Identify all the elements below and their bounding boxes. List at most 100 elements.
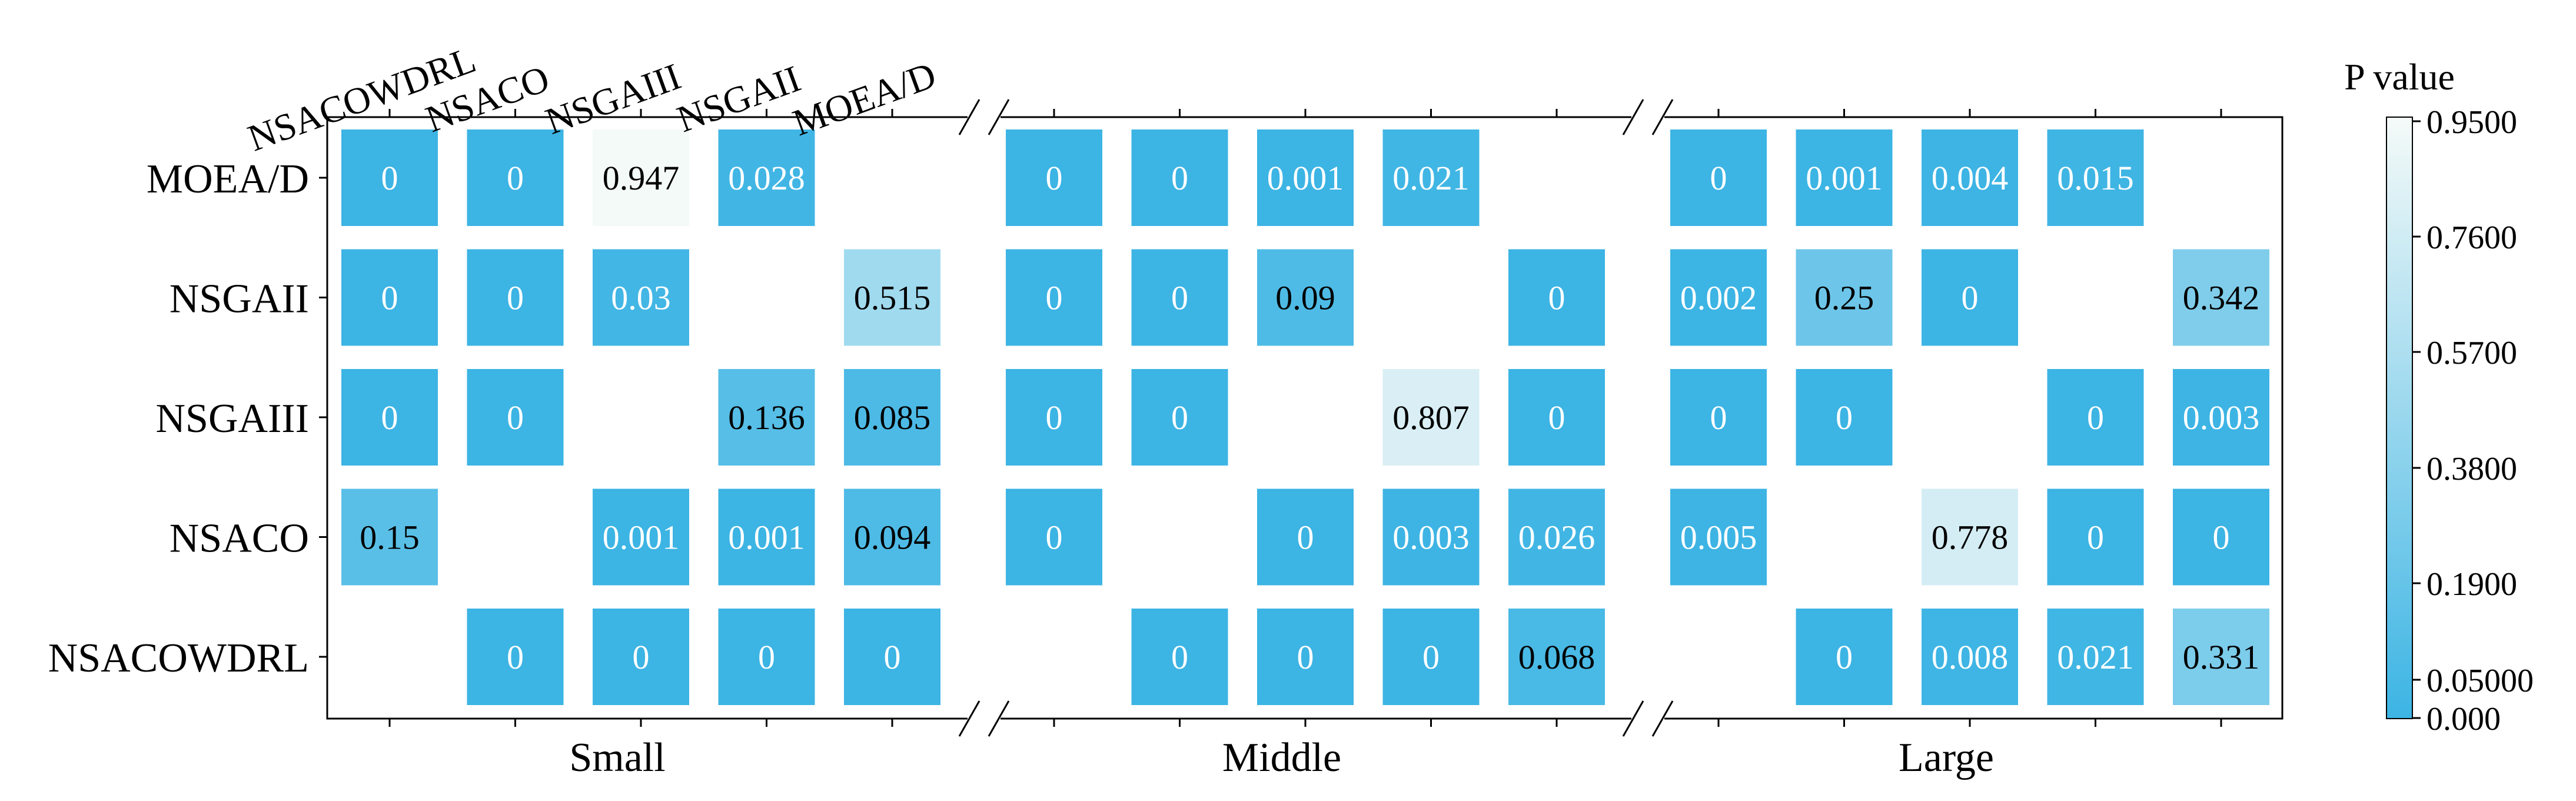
cell-value-label: 0.331 (2183, 638, 2260, 676)
colorbar-tick-label: 0.3800 (2427, 451, 2517, 487)
axis-break-gap (1631, 716, 1664, 722)
heatmap-cell (1006, 249, 1102, 346)
axis-break-slash (1622, 700, 1644, 737)
group-label: Small (569, 735, 665, 780)
cell-value-label: 0 (633, 638, 650, 676)
heatmap-cell (1131, 129, 1228, 226)
cell-value-label: 0.002 (1680, 279, 1757, 317)
cell-value-label: 0.15 (360, 519, 420, 557)
cell-value-label: 0.021 (2057, 638, 2134, 676)
heatmap-cell (2173, 488, 2269, 586)
colorbar-title: P value (2344, 56, 2455, 98)
cell-value-label: 0 (884, 638, 901, 676)
group-label: Large (1899, 735, 1994, 780)
row-label: NSACO (169, 516, 309, 561)
heatmap-cell (341, 249, 438, 346)
cell-value-label: 0.028 (728, 159, 805, 197)
axis-break-slash (988, 99, 1010, 135)
cell-value-label: 0 (1046, 159, 1063, 197)
cell-value-label: 0 (1836, 398, 1853, 437)
cell-value-label: 0.008 (1932, 638, 2009, 676)
column-label: NSGAIII (540, 55, 686, 142)
heatmap-cell (1670, 488, 1767, 586)
heatmap-cell (2047, 609, 2144, 705)
heatmap-cell (467, 249, 564, 346)
cell-value-label: 0 (1710, 159, 1727, 197)
heatmap-cell (844, 249, 940, 346)
heatmap-cell (593, 488, 689, 586)
cell-value-label: 0.778 (1932, 519, 2009, 557)
colorbar-tick-label: 0.9500 (2427, 104, 2517, 141)
heatmap-cell (1257, 609, 1354, 705)
colorbar-tick-label: 0.5700 (2427, 335, 2517, 371)
cell-value-label: 0.342 (2183, 279, 2260, 317)
axis-break-slash (1651, 700, 1674, 737)
colorbar-gradient (2386, 117, 2413, 719)
cell-value-label: 0 (1171, 279, 1188, 317)
cell-value-label: 0 (1297, 638, 1314, 676)
row-label: NSACOWDRL (48, 636, 309, 681)
cell-value-label: 0.947 (603, 159, 680, 197)
heatmap-cell (718, 609, 815, 705)
cell-value-label: 0 (1710, 398, 1727, 437)
colorbar-tick-label: 0.1900 (2427, 566, 2517, 603)
axis-break-gap (968, 716, 1001, 722)
group-label: Middle (1222, 735, 1341, 780)
cell-value-label: 0 (381, 398, 398, 437)
colorbar-tick-label: 0.7600 (2427, 220, 2517, 256)
heatmap-cell (1257, 129, 1354, 226)
heatmap-cell (1006, 488, 1102, 586)
cell-value-label: 0.25 (1814, 279, 1874, 317)
cell-value-label: 0 (2087, 398, 2104, 437)
colorbar-tick-label: 0.05000 (2427, 663, 2534, 699)
cell-value-label: 0 (1836, 638, 1853, 676)
heatmap-cell (1922, 129, 2018, 226)
heatmap-cell (1131, 609, 1228, 705)
cell-value-label: 0.136 (728, 398, 805, 437)
colorbar-tick-label: 0.000 (2427, 701, 2501, 737)
axis-break-gap (1631, 114, 1664, 120)
cell-value-label: 0.807 (1392, 398, 1470, 437)
cell-value-label: 0 (1548, 279, 1565, 317)
cell-value-label: 0 (2087, 519, 2104, 557)
cell-value-label: 0 (1171, 638, 1188, 676)
cell-value-label: 0.005 (1680, 519, 1757, 557)
cell-value-label: 0 (507, 279, 524, 317)
heatmap-cell (1796, 249, 1893, 346)
heatmap-cell (2173, 369, 2269, 466)
heatmap-cell (1131, 369, 1228, 466)
heatmap-cell (2173, 609, 2269, 705)
heatmap-cell (1670, 249, 1767, 346)
cell-value-label: 0 (758, 638, 775, 676)
axis-break-marks (958, 99, 1674, 737)
heatmap-cell (1257, 249, 1354, 346)
heatmap-cell (1670, 369, 1767, 466)
heatmap-cell (844, 609, 940, 705)
heatmap-cell (1508, 369, 1605, 466)
cell-value-label: 0 (1422, 638, 1440, 676)
heatmap-cell (1796, 129, 1893, 226)
cell-value-label: 0 (1046, 519, 1063, 557)
cell-value-label: 0.515 (854, 279, 931, 317)
heatmap-cell (1006, 129, 1102, 226)
heatmap-cell (718, 488, 815, 586)
heatmap-cell (1382, 129, 1480, 226)
cell-value-label: 0.001 (603, 519, 680, 557)
cell-value-label: 0 (1171, 159, 1188, 197)
heatmap-cell (2047, 488, 2144, 586)
heatmap-cell (1670, 129, 1767, 226)
cell-value-label: 0 (1171, 398, 1188, 437)
axis-ticks (319, 109, 2222, 727)
group-labels: Small Middle Large (569, 735, 1994, 780)
colorbar: P value 0.9500 0.7600 0.5700 0.3800 0.1900 0.0… (2344, 56, 2534, 737)
heatmap-cell (2173, 249, 2269, 346)
heatmap-cell (593, 609, 689, 705)
cell-value-label: 0.068 (1518, 638, 1596, 676)
heatmap-cell (1382, 609, 1480, 705)
row-label: NSGAIII (155, 396, 309, 441)
cell-value-label: 0 (1548, 398, 1565, 437)
axis-break-slash (958, 700, 980, 737)
heatmap-cell (467, 369, 564, 466)
